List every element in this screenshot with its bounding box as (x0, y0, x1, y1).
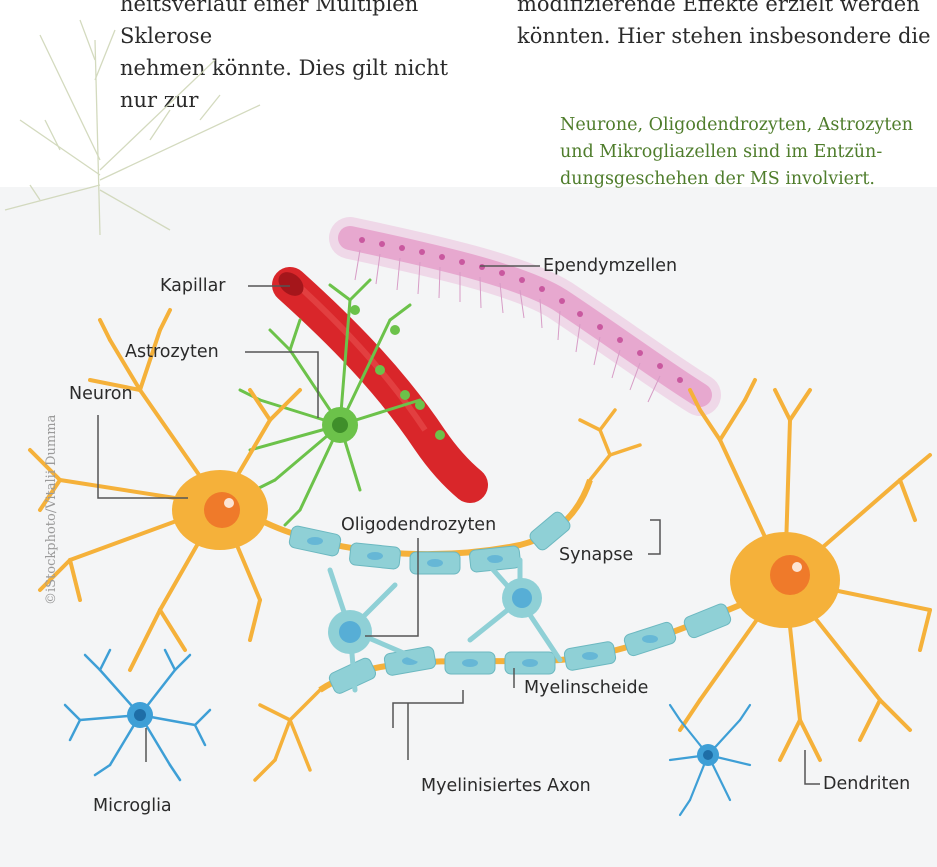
photo-credit: ©iStockphoto/Vitalii Dumma (44, 415, 59, 605)
label-oligodendrozyten: Oligodendrozyten (341, 515, 496, 535)
label-myelinisiertes-axon: Myelinisiertes Axon (421, 776, 591, 796)
label-kapillar: Kapillar (160, 276, 226, 296)
figure-caption: Neurone, Oligodendrozyten, Astrozyten un… (560, 112, 935, 193)
label-dendriten: Dendriten (823, 774, 910, 794)
cannabis-leaf-watermark (5, 20, 260, 235)
caption-line: Neurone, Oligodendrozyten, Astrozyten (560, 112, 935, 139)
label-synapse: Synapse (559, 545, 633, 565)
label-ependymzellen: Ependymzellen (543, 256, 677, 276)
caption-line: dungsgeschehen der MS involviert. (560, 166, 935, 193)
capillary (274, 267, 470, 485)
caption-line: und Mikrogliazellen sind im Entzün- (560, 139, 935, 166)
label-astrozyten: Astrozyten (125, 342, 219, 362)
label-neuron: Neuron (69, 384, 133, 404)
label-microglia: Microglia (93, 796, 172, 816)
label-myelinscheide: Myelinscheide (524, 678, 648, 698)
